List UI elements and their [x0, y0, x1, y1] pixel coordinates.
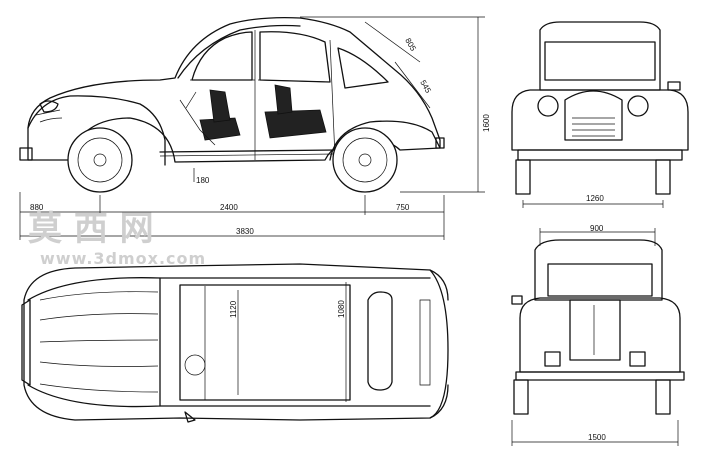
dim-front-track: 1260 — [586, 194, 604, 203]
dim-front-overhang: 880 — [30, 203, 44, 212]
dim-length: 3830 — [236, 227, 254, 236]
dim-height: 1600 — [482, 114, 491, 132]
front-view: 1260 — [511, 21, 689, 208]
dim-wheelbase: 2400 — [220, 203, 238, 212]
dim-cabin-length: 1120 — [229, 300, 238, 318]
watermark-chinese: 莫 西 网 — [28, 209, 154, 249]
top-view: 1120 1080 — [21, 263, 449, 423]
dim-cabin-width: 1080 — [337, 300, 346, 318]
side-view — [19, 16, 445, 193]
dim-roof-rear: 545 — [418, 79, 433, 96]
dim-overall-width: 1500 — [588, 433, 606, 442]
dim-ground-clearance: 180 — [196, 176, 210, 185]
rear-view: 900 1500 — [511, 224, 685, 446]
dim-rear-overhang: 750 — [396, 203, 410, 212]
dim-roof-front: 805 — [403, 37, 418, 54]
watermark-url: www.3dmox.com — [40, 249, 206, 268]
watermark: 莫 西 网 www.3dmox.com — [28, 209, 206, 268]
dim-roof-width: 900 — [590, 224, 604, 233]
